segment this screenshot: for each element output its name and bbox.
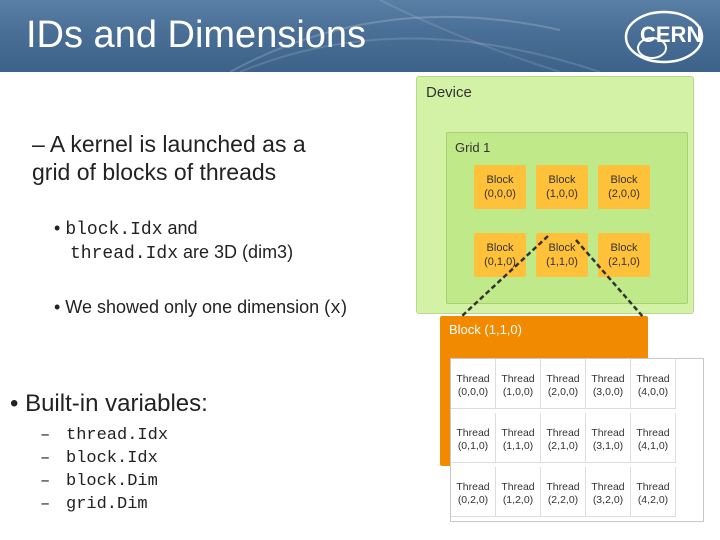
background-arcs-decoration bbox=[229, 0, 601, 72]
thread-title: Thread bbox=[636, 373, 670, 385]
slide-header: IDs and Dimensions CERN bbox=[0, 0, 720, 72]
thread-index: (1,0,0) bbox=[502, 386, 534, 398]
device-label: Device bbox=[426, 84, 472, 101]
thread-title: Thread bbox=[546, 373, 580, 385]
variable-list: –thread.Idx –block.Idx –block.Dim –grid.… bbox=[40, 424, 168, 516]
builtin-variables-heading: • Built-in variables: bbox=[10, 390, 208, 417]
block-index: (2,1,0) bbox=[608, 256, 640, 268]
block-0-0-0: Block (0,0,0) bbox=[474, 165, 526, 209]
thread-0-1-0: Thread(0,1,0) bbox=[451, 413, 496, 463]
cern-logo-text: CERN bbox=[640, 22, 703, 47]
thread-2-1-0: Thread(2,1,0) bbox=[541, 413, 586, 463]
thread-title: Thread bbox=[546, 427, 580, 439]
blockidx-code: block.Idx bbox=[65, 220, 163, 240]
thread-index: (4,0,0) bbox=[637, 386, 669, 398]
thread-index: (3,1,0) bbox=[592, 440, 624, 452]
are-3d-text: are 3D (dim3) bbox=[178, 242, 294, 262]
block-0-1-0: Block (0,1,0) bbox=[474, 233, 526, 277]
thread-title: Thread bbox=[636, 481, 670, 493]
thread-title: Thread bbox=[591, 427, 625, 439]
thread-title: Thread bbox=[636, 427, 670, 439]
grid-label: Grid 1 bbox=[455, 140, 491, 155]
thread-title: Thread bbox=[591, 481, 625, 493]
and-text: and bbox=[162, 218, 198, 238]
variable-item: –thread.Idx bbox=[40, 426, 169, 445]
thread-grid: Thread(0,0,0) Thread(1,0,0) Thread(2,0,0… bbox=[450, 358, 704, 522]
thread-index: (1,2,0) bbox=[502, 494, 534, 506]
thread-1-2-0: Thread(1,2,0) bbox=[496, 467, 541, 517]
thread-4-2-0: Thread(4,2,0) bbox=[631, 467, 676, 517]
thread-2-0-0: Thread(2,0,0) bbox=[541, 359, 586, 409]
thread-4-0-0: Thread(4,0,0) bbox=[631, 359, 676, 409]
block-title: Block bbox=[610, 242, 638, 254]
expanded-block-label: Block (1,1,0) bbox=[449, 322, 522, 337]
x-code: x bbox=[330, 299, 341, 319]
thread-3-0-0: Thread(3,0,0) bbox=[586, 359, 631, 409]
variable-item: –grid.Dim bbox=[40, 495, 148, 514]
block-2-0-0: Block (2,0,0) bbox=[598, 165, 650, 209]
variable-blockdim: block.Dim bbox=[66, 472, 158, 491]
idx-3d-bullet: • block.Idx and thread.Idx are 3D (dim3) bbox=[54, 217, 354, 265]
thread-1-0-0: Thread(1,0,0) bbox=[496, 359, 541, 409]
block-title: Block bbox=[548, 174, 576, 186]
cern-logo: CERN bbox=[622, 8, 706, 66]
block-title: Block bbox=[610, 174, 638, 186]
thread-index: (4,2,0) bbox=[637, 494, 669, 506]
variable-item: –block.Idx bbox=[40, 449, 158, 468]
thread-index: (0,0,0) bbox=[457, 386, 489, 398]
close-paren: ) bbox=[340, 297, 347, 317]
thread-1-1-0: Thread(1,1,0) bbox=[496, 413, 541, 463]
block-2-1-0: Block (2,1,0) bbox=[598, 233, 650, 277]
block-index: (1,0,0) bbox=[546, 188, 578, 200]
thread-index: (3,0,0) bbox=[592, 386, 624, 398]
thread-3-2-0: Thread(3,2,0) bbox=[586, 467, 631, 517]
block-1-0-0: Block (1,0,0) bbox=[536, 165, 588, 209]
thread-0-2-0: Thread(0,2,0) bbox=[451, 467, 496, 517]
variable-griddim: grid.Dim bbox=[66, 495, 148, 514]
block-title: Block bbox=[486, 242, 514, 254]
thread-index: (4,1,0) bbox=[637, 440, 669, 452]
block-title: Block bbox=[548, 242, 576, 254]
thread-title: Thread bbox=[456, 373, 490, 385]
one-dimension-text: • We showed only one dimension ( bbox=[54, 297, 331, 317]
thread-3-1-0: Thread(3,1,0) bbox=[586, 413, 631, 463]
kernel-launch-text: – A kernel is launched as a grid of bloc… bbox=[32, 131, 306, 185]
threadidx-code: thread.Idx bbox=[70, 244, 179, 264]
block-index: (2,0,0) bbox=[608, 188, 640, 200]
thread-2-2-0: Thread(2,2,0) bbox=[541, 467, 586, 517]
block-index: (0,1,0) bbox=[484, 256, 516, 268]
variable-blockidx: block.Idx bbox=[66, 449, 158, 468]
thread-title: Thread bbox=[546, 481, 580, 493]
thread-title: Thread bbox=[501, 427, 535, 439]
thread-index: (3,2,0) bbox=[592, 494, 624, 506]
block-title: Block bbox=[486, 174, 514, 186]
thread-title: Thread bbox=[501, 481, 535, 493]
thread-0-0-0: Thread(0,0,0) bbox=[451, 359, 496, 409]
thread-index: (0,1,0) bbox=[457, 440, 489, 452]
thread-title: Thread bbox=[456, 427, 490, 439]
thread-title: Thread bbox=[456, 481, 490, 493]
thread-index: (0,2,0) bbox=[457, 494, 489, 506]
thread-index: (2,2,0) bbox=[547, 494, 579, 506]
thread-title: Thread bbox=[591, 373, 625, 385]
block-1-1-0: Block (1,1,0) bbox=[536, 233, 588, 277]
variable-item: –block.Dim bbox=[40, 472, 158, 491]
thread-index: (1,1,0) bbox=[502, 440, 534, 452]
slide-title: IDs and Dimensions bbox=[26, 14, 367, 56]
thread-index: (2,1,0) bbox=[547, 440, 579, 452]
bullet-marker: • bbox=[54, 218, 66, 238]
block-index: (0,0,0) bbox=[484, 188, 516, 200]
thread-4-1-0: Thread(4,1,0) bbox=[631, 413, 676, 463]
thread-title: Thread bbox=[501, 373, 535, 385]
one-dimension-bullet: • We showed only one dimension (x) bbox=[54, 296, 354, 320]
variable-threadidx: thread.Idx bbox=[66, 426, 169, 445]
thread-index: (2,0,0) bbox=[547, 386, 579, 398]
block-index: (1,1,0) bbox=[546, 256, 578, 268]
